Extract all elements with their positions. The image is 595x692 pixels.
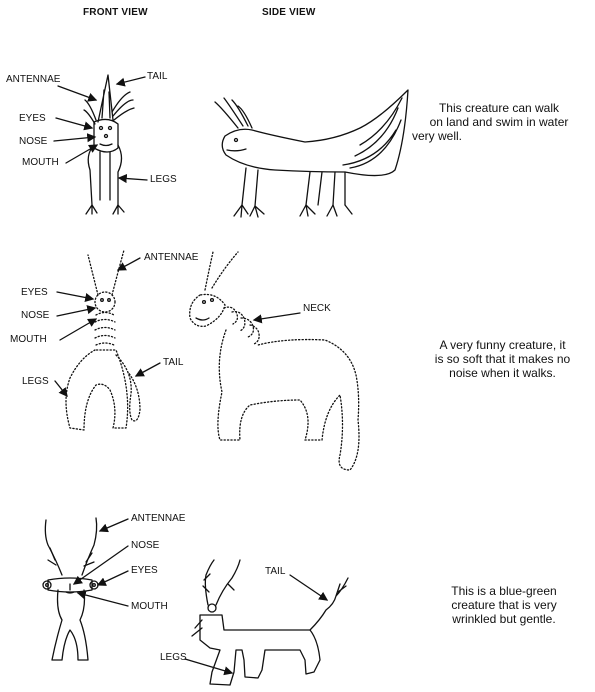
c1-eyes-label: EYES: [19, 113, 46, 124]
c1-description: This creature can walk on land and swim …: [408, 101, 590, 143]
c2-eyes-label: EYES: [21, 287, 48, 298]
c1-desc-line: very well.: [408, 129, 590, 143]
creature1-front-drawing: [84, 75, 134, 214]
c3-nose-label: NOSE: [131, 540, 159, 551]
c3-legs-label: LEGS: [160, 652, 187, 663]
c1-antennae-label: ANTENNAE: [6, 74, 60, 85]
c3-desc-line: creature that is very: [418, 598, 590, 612]
c2-neck-label: NECK: [303, 303, 331, 314]
c3-eyes-label: EYES: [131, 565, 158, 576]
c2-desc-line: is so soft that it makes no: [410, 352, 595, 366]
c1-nose-label: NOSE: [19, 136, 47, 147]
c1-legs-label: LEGS: [150, 174, 177, 185]
c2-tail-label: TAIL: [163, 357, 183, 368]
c2-description: A very funny creature, it is so soft tha…: [410, 338, 595, 380]
c2-desc-line: A very funny creature, it: [410, 338, 595, 352]
creature2-front-drawing: [66, 250, 140, 430]
c1-desc-line: on land and swim in water: [408, 115, 590, 129]
c3-antennae-label: ANTENNAE: [131, 513, 185, 524]
creature2-side-drawing: [190, 252, 359, 470]
c1-mouth-label: MOUTH: [22, 157, 59, 168]
c1-tail-label: TAIL: [147, 71, 167, 82]
c2-mouth-label: MOUTH: [10, 334, 47, 345]
c2-antennae-label: ANTENNAE: [144, 252, 198, 263]
c3-description: This is a blue-green creature that is ve…: [418, 584, 590, 626]
c3-desc-line: wrinkled but gentle.: [418, 612, 590, 626]
c3-tail-label: TAIL: [265, 566, 285, 577]
c3-mouth-label: MOUTH: [131, 601, 168, 612]
c1-desc-line: This creature can walk: [408, 101, 590, 115]
c3-desc-line: This is a blue-green: [418, 584, 590, 598]
c2-desc-line: noise when it walks.: [410, 366, 595, 380]
creature3-front-drawing: [43, 518, 98, 660]
c2-nose-label: NOSE: [21, 310, 49, 321]
c2-legs-label: LEGS: [22, 376, 49, 387]
creature3-side-drawing: [192, 560, 348, 685]
creature1-side-drawing: [215, 90, 408, 217]
